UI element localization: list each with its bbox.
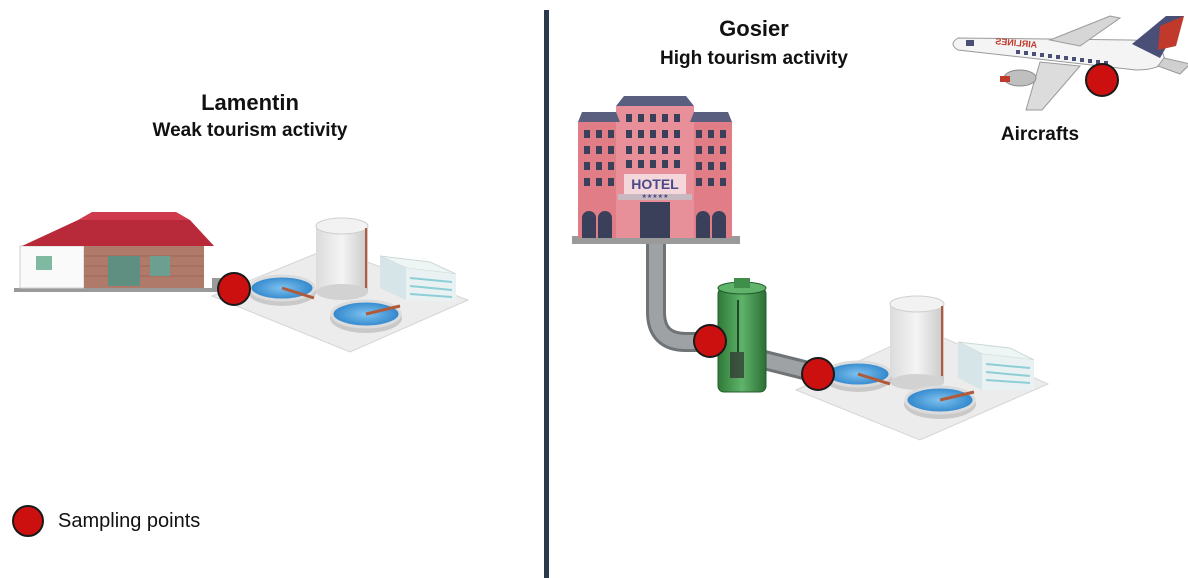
- aircrafts-label: Aircrafts: [1000, 124, 1080, 145]
- aircraft-illustration: AIRLINES: [952, 15, 1188, 111]
- left-treatment-plant: [210, 217, 470, 353]
- sampling-point-aircraft: [1085, 63, 1119, 97]
- hotel-stars: ★★★★★: [642, 193, 669, 200]
- hotel-sign: HOTEL: [631, 176, 679, 192]
- legend-label: Sampling points: [58, 509, 201, 532]
- site-divider: [544, 10, 549, 578]
- sampling-point-lamentin: [217, 272, 251, 306]
- legend-sampling-point-marker: [12, 505, 44, 537]
- legend: Sampling points: [12, 505, 200, 537]
- hotel-illustration: HOTEL ★★★★★: [572, 96, 740, 244]
- house-illustration: [14, 212, 222, 292]
- aircraft-livery: AIRLINES: [995, 36, 1038, 50]
- separator-tank: [717, 278, 767, 393]
- gosier-title: Gosier: [719, 16, 789, 41]
- sampling-point-gosier-plant: [801, 357, 835, 391]
- right-treatment-plant: [794, 295, 1050, 441]
- sampling-point-separator: [693, 324, 727, 358]
- hotel-pipe: [646, 244, 720, 352]
- lamentin-title: Lamentin: [201, 90, 299, 115]
- lamentin-subtitle: Weak tourism activity: [152, 120, 348, 141]
- gosier-subtitle: High tourism activity: [660, 48, 848, 69]
